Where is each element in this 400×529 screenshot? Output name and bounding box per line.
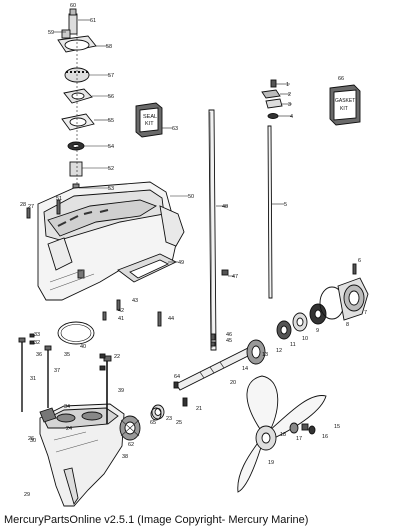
ref-4: 4 xyxy=(290,114,293,120)
ref-55: 55 xyxy=(108,118,114,124)
ref-12: 12 xyxy=(276,348,282,354)
ref-22: 22 xyxy=(114,354,120,360)
ref-39: 39 xyxy=(118,388,124,394)
gasket-kit-line1: GASKET xyxy=(335,98,355,104)
ref-3: 3 xyxy=(288,102,291,108)
pinion-gear xyxy=(119,415,141,441)
ref-50: 50 xyxy=(188,194,194,200)
ref-18: 18 xyxy=(280,432,286,438)
ref-61: 61 xyxy=(90,18,96,24)
ref-53: 53 xyxy=(108,186,114,192)
ref-27: 27 xyxy=(28,204,34,210)
forward-gear-bearing xyxy=(276,303,327,340)
ref-29: 29 xyxy=(24,492,30,498)
ref-62: 62 xyxy=(128,442,134,448)
ref-64: 64 xyxy=(174,374,180,380)
ref-9: 9 xyxy=(316,328,319,334)
ref-47: 47 xyxy=(232,274,238,280)
ref-13: 13 xyxy=(262,352,268,358)
ref-11: 11 xyxy=(290,342,296,348)
gasket-kit-line2: KIT xyxy=(340,106,348,112)
ref-21: 21 xyxy=(196,406,202,412)
ref-26: 26 xyxy=(28,436,34,442)
ref-40: 40 xyxy=(80,344,86,350)
ref-51: 51 xyxy=(56,196,62,202)
ref-8: 8 xyxy=(346,322,349,328)
gear-housing xyxy=(39,403,125,507)
reverse-gear xyxy=(246,339,266,365)
ref-33: 33 xyxy=(34,332,40,338)
ref-34: 34 xyxy=(64,404,70,410)
ref-6: 6 xyxy=(358,258,361,264)
ref-58: 58 xyxy=(106,44,112,50)
ref-30: 30 xyxy=(30,438,36,444)
ref-14: 14 xyxy=(242,366,248,372)
ref-7: 7 xyxy=(364,310,367,316)
ref-25: 25 xyxy=(176,420,182,426)
gasket-kit-box: GASKET KIT xyxy=(329,84,361,126)
ref-5: 5 xyxy=(284,202,287,208)
ref-16: 16 xyxy=(322,434,328,440)
ref-2: 2 xyxy=(288,92,291,98)
ref-48: 48 xyxy=(222,204,228,210)
o-ring xyxy=(57,321,95,345)
ref-23: 23 xyxy=(166,416,172,422)
ref-65: 65 xyxy=(150,420,156,426)
ref-20: 20 xyxy=(230,380,236,386)
ref-28: 28 xyxy=(20,202,26,208)
ref-36: 36 xyxy=(36,352,42,358)
ref-54: 54 xyxy=(108,144,114,150)
ref-63: 63 xyxy=(172,126,178,132)
small-clips xyxy=(29,333,106,423)
ref-56: 56 xyxy=(108,94,114,100)
ref-49: 49 xyxy=(178,260,184,266)
ref-66: 66 xyxy=(338,76,344,82)
shift-shaft xyxy=(267,125,273,299)
ref-43: 43 xyxy=(132,298,138,304)
ref-59: 59 xyxy=(48,30,54,36)
ref-10: 10 xyxy=(302,336,308,342)
ref-35: 35 xyxy=(64,352,70,358)
propeller xyxy=(237,375,327,493)
ref-31: 31 xyxy=(30,376,36,382)
copyright-caption: MercuryPartsOnline v2.5.1 (Image Copyrig… xyxy=(4,514,309,526)
leader-lines xyxy=(54,19,292,277)
ref-46: 46 xyxy=(226,332,232,338)
seal-kit-line2: KIT xyxy=(145,121,154,127)
ref-45: 45 xyxy=(226,338,232,344)
ref-17: 17 xyxy=(296,436,302,442)
shift-shaft-top-parts xyxy=(261,79,283,119)
ref-15: 15 xyxy=(334,424,340,430)
ref-57: 57 xyxy=(108,73,114,79)
ref-42: 42 xyxy=(118,308,124,314)
ref-44: 44 xyxy=(168,316,174,322)
ref-52: 52 xyxy=(108,166,114,172)
prop-shaft-small-parts xyxy=(150,381,188,421)
ref-19: 19 xyxy=(268,460,274,466)
water-pump-assembly xyxy=(57,8,97,195)
seal-kit-line1: SEAL xyxy=(143,114,157,120)
bearing-carrier xyxy=(319,263,369,321)
ref-38: 38 xyxy=(122,454,128,460)
ref-1: 1 xyxy=(286,82,289,88)
ref-37: 37 xyxy=(54,368,60,374)
ref-32: 32 xyxy=(34,340,40,346)
anti-ventilation-plate xyxy=(117,253,178,283)
ref-24: 24 xyxy=(66,426,72,432)
ref-41: 41 xyxy=(118,316,124,322)
housing-studs xyxy=(18,337,112,424)
prop-hardware xyxy=(289,422,316,435)
seal-kit-box: SEAL KIT xyxy=(135,102,163,138)
driveshaft xyxy=(208,109,217,351)
ref-60: 60 xyxy=(70,3,76,9)
reference-numbers: 1 2 3 4 5 6 7 8 9 10 11 12 13 14 15 16 1… xyxy=(20,3,367,498)
housing-bolts xyxy=(26,199,229,347)
